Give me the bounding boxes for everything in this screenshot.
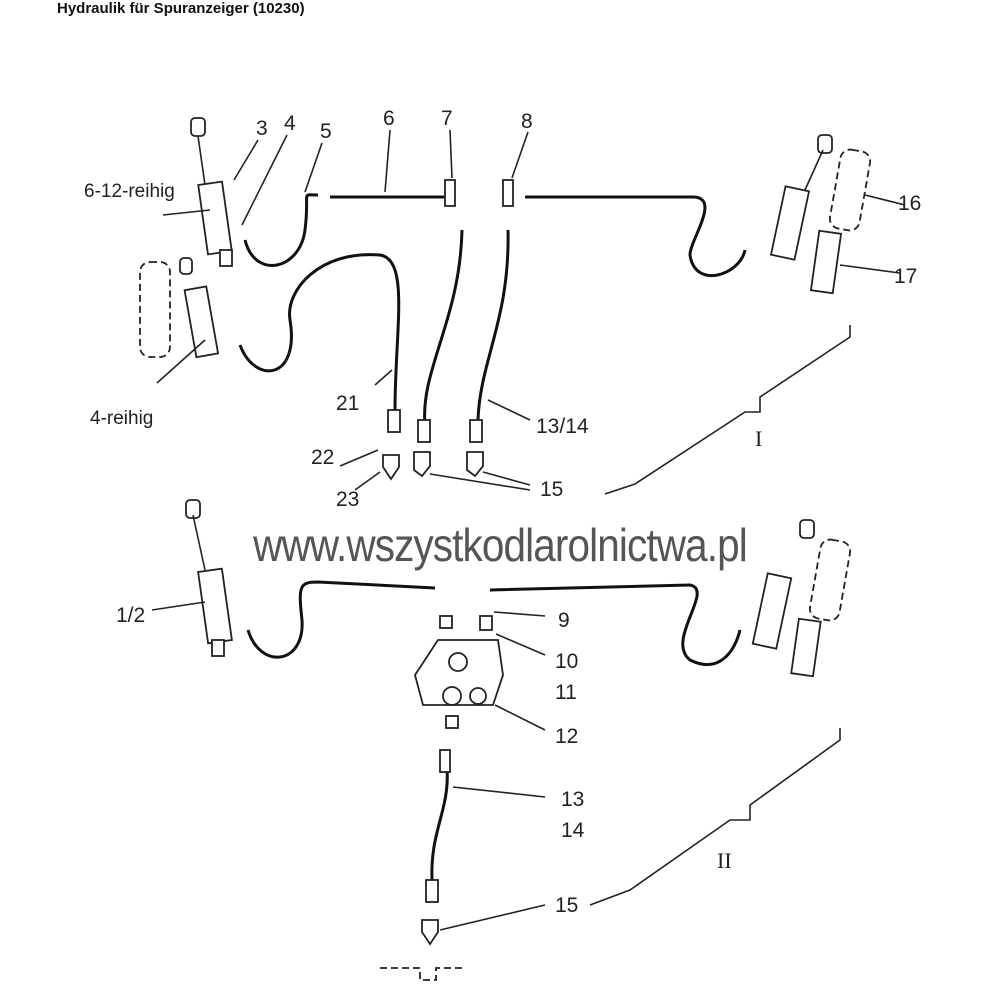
label-13: 13 xyxy=(561,788,584,811)
cylinder-right-upper xyxy=(769,134,872,295)
label-6: 6 xyxy=(383,107,395,130)
label-7: 7 xyxy=(441,107,453,130)
label-12: 12 xyxy=(555,725,578,748)
label-9: 9 xyxy=(558,609,570,632)
label-23: 23 xyxy=(336,488,359,511)
label-15-upper: 15 xyxy=(540,478,563,501)
cylinder-right-lower xyxy=(751,519,852,678)
cylinder-1-2 xyxy=(185,499,233,657)
watermark: www.wszystkodlarolnictwa.pl xyxy=(253,519,748,571)
cylinder-4-row xyxy=(139,257,220,359)
label-17: 17 xyxy=(894,265,917,288)
label-11: 11 xyxy=(555,681,577,704)
diagram-title: Hydraulik für Spuranzeiger (10230) xyxy=(57,0,305,17)
label-3: 3 xyxy=(256,117,268,140)
label-16: 16 xyxy=(898,192,921,215)
label-22: 22 xyxy=(311,446,334,469)
cylinder-6-12-row xyxy=(190,117,233,267)
label-section-II: II xyxy=(717,848,732,873)
label-1-2: 1/2 xyxy=(116,604,145,627)
label-6-12-reihig: 6-12-reihig xyxy=(84,181,175,202)
label-13-14: 13/14 xyxy=(536,415,589,438)
label-21: 21 xyxy=(336,392,359,415)
label-4-reihig: 4-reihig xyxy=(90,408,153,429)
label-5: 5 xyxy=(320,120,332,143)
label-section-I: I xyxy=(755,426,762,451)
label-15-lower: 15 xyxy=(555,894,578,917)
label-8: 8 xyxy=(521,110,533,133)
control-valve xyxy=(414,615,504,729)
label-4: 4 xyxy=(284,112,296,135)
label-14: 14 xyxy=(561,819,585,842)
label-10: 10 xyxy=(555,650,578,673)
